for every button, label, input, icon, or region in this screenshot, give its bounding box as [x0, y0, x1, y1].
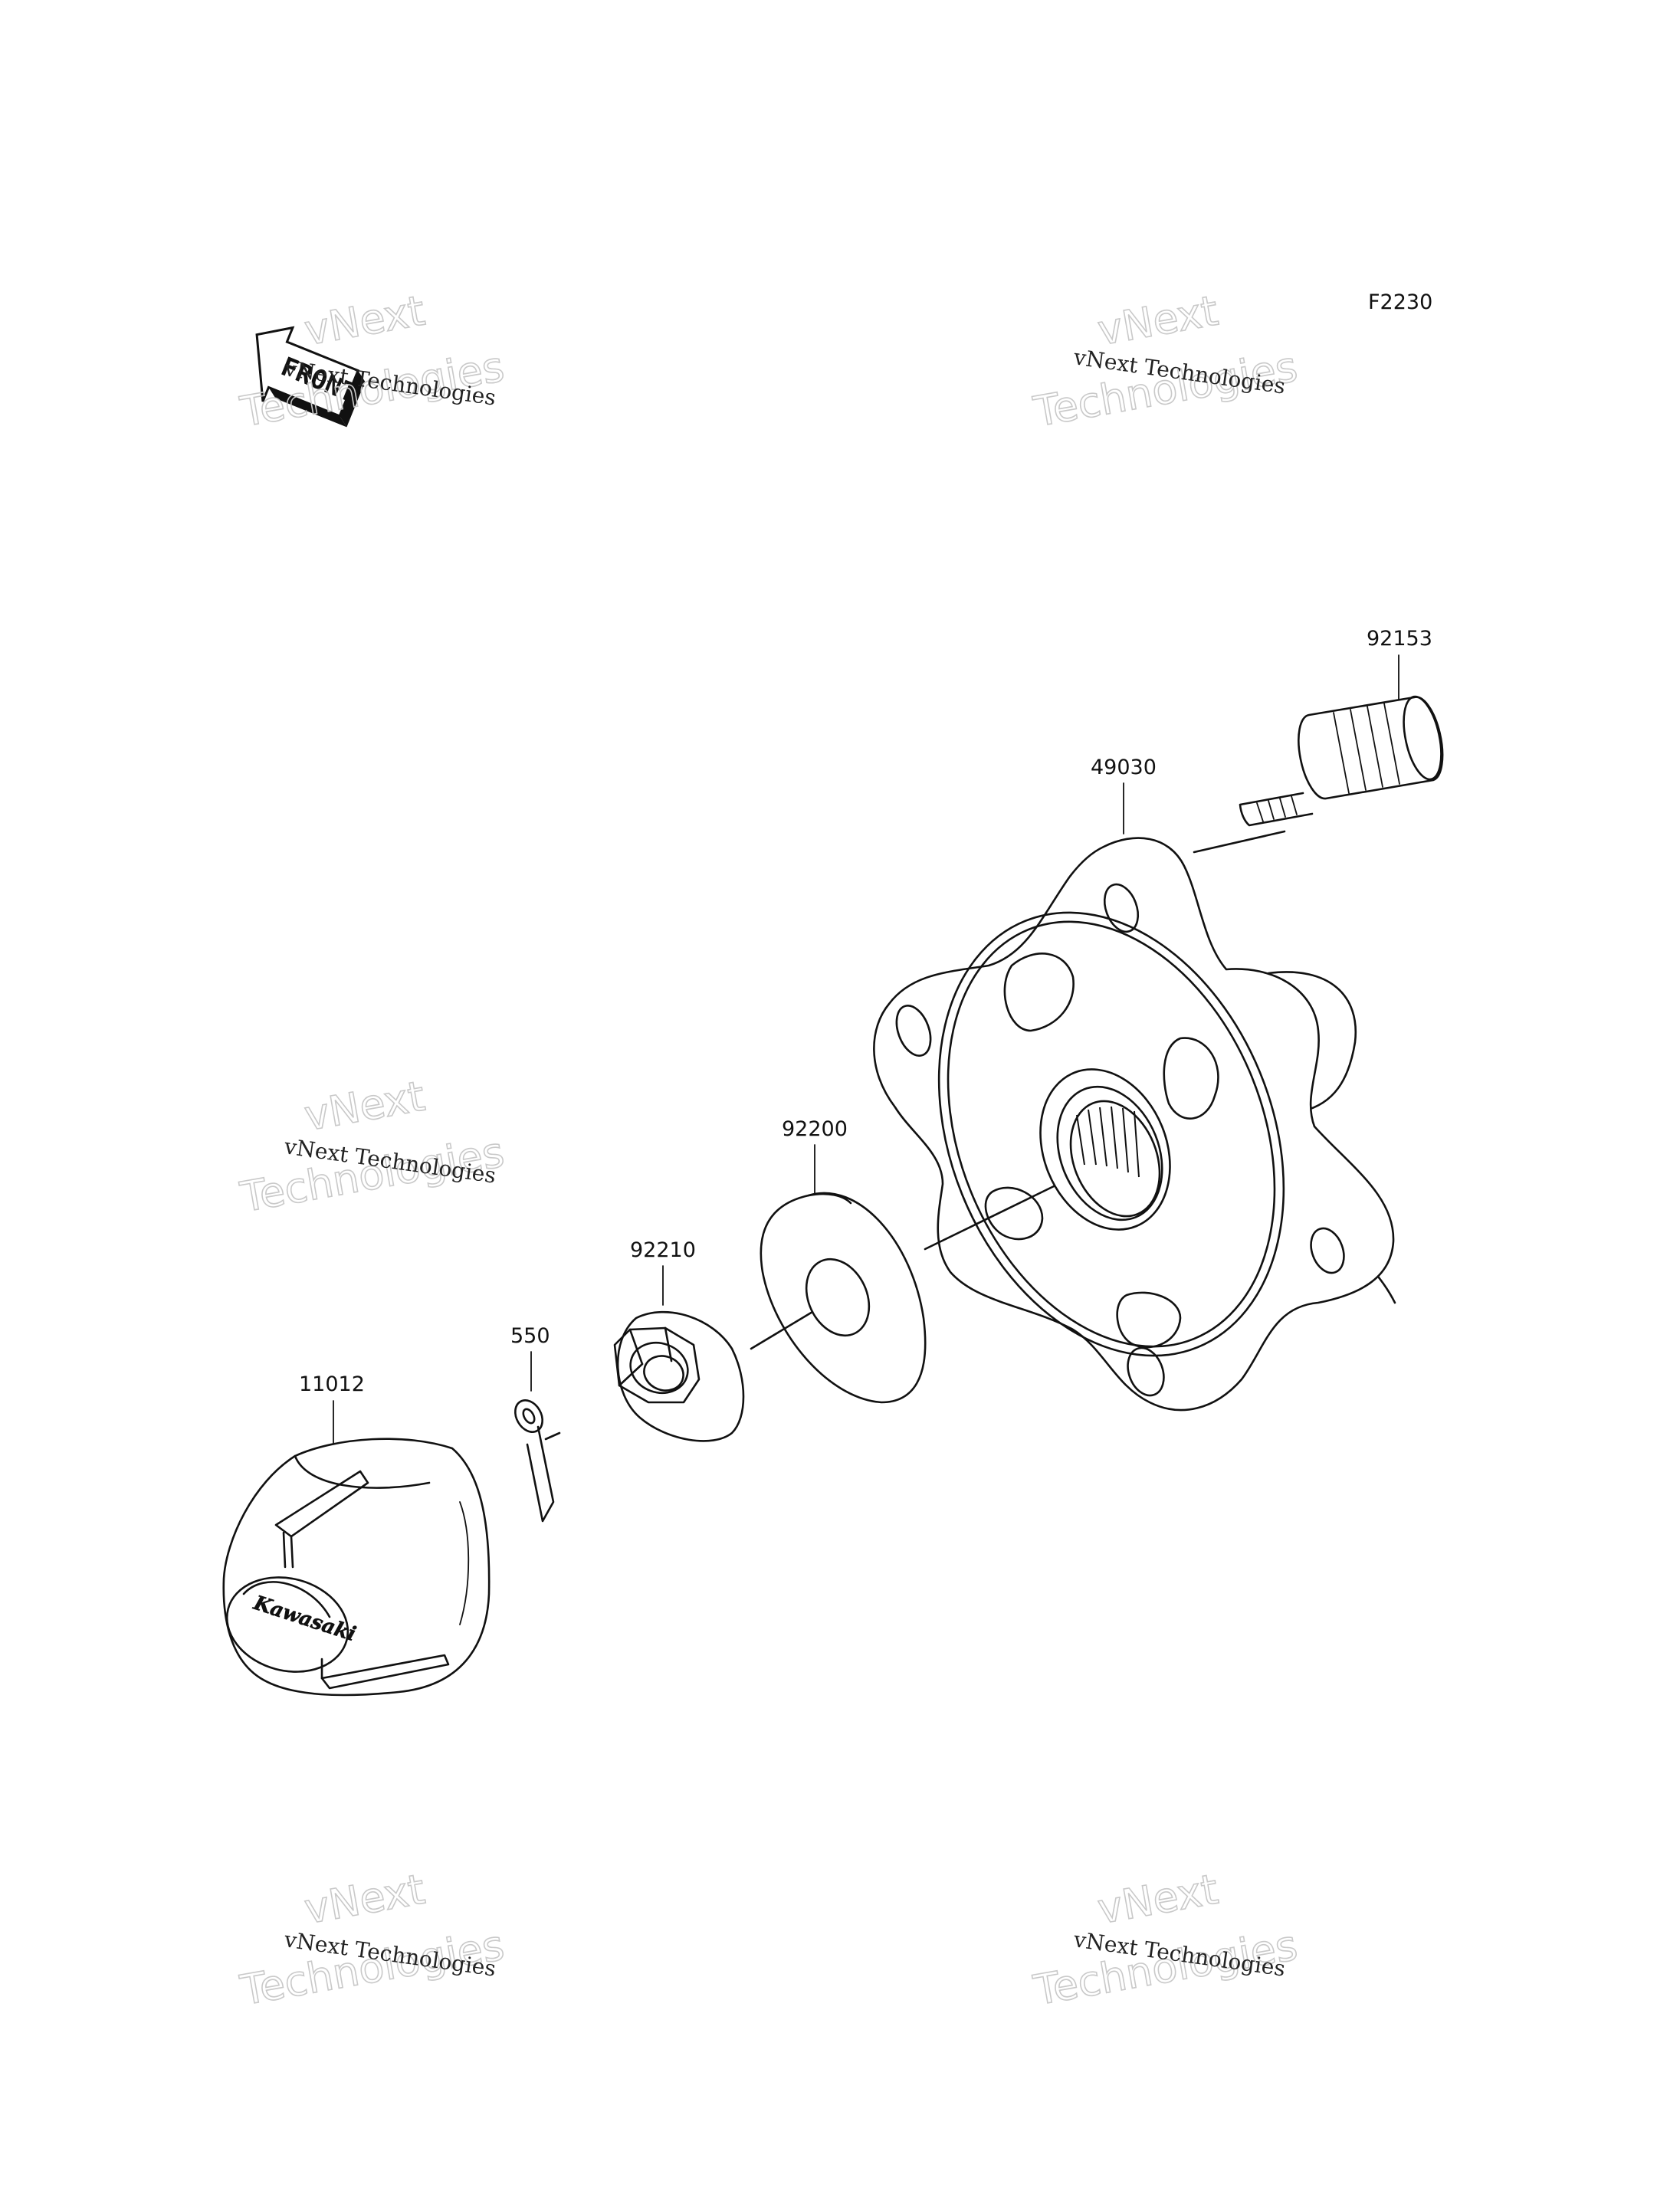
- part-11012-hub-cap[interactable]: 11012 Kawasaki: [216, 1372, 491, 1697]
- part-number-label: 11012: [299, 1372, 365, 1396]
- svg-text:vNext: vNext: [1094, 287, 1222, 355]
- diagram-code: F2230: [1368, 290, 1432, 314]
- part-number-label: 92210: [630, 1238, 696, 1262]
- part-550-cotter-pin[interactable]: 550: [510, 1324, 561, 1523]
- part-number-label: 92200: [782, 1117, 848, 1141]
- part-92153-stud-bolt[interactable]: 92153: [1193, 627, 1448, 854]
- part-92210-nut[interactable]: 92210: [613, 1238, 814, 1442]
- part-number-label: 49030: [1091, 756, 1157, 779]
- svg-text:vNext: vNext: [301, 287, 428, 355]
- part-number-label: 92153: [1367, 627, 1432, 651]
- svg-text:vNext: vNext: [301, 1865, 428, 1933]
- watermark: vNext Technologies vNext Technologies: [236, 1864, 508, 2015]
- part-92200-washer[interactable]: 92200: [760, 1117, 1055, 1404]
- svg-text:vNext: vNext: [1094, 1865, 1222, 1933]
- svg-text:vNext: vNext: [301, 1072, 428, 1140]
- part-number-label: 550: [510, 1324, 550, 1348]
- part-49030-hub[interactable]: 49030: [873, 756, 1396, 1412]
- watermark: vNext Technologies vNext Technologies: [1029, 286, 1301, 437]
- watermark: vNext Technologies vNext Technologies: [1029, 1864, 1301, 2015]
- watermark: vNext Technologies vNext Technologies: [236, 1071, 508, 1222]
